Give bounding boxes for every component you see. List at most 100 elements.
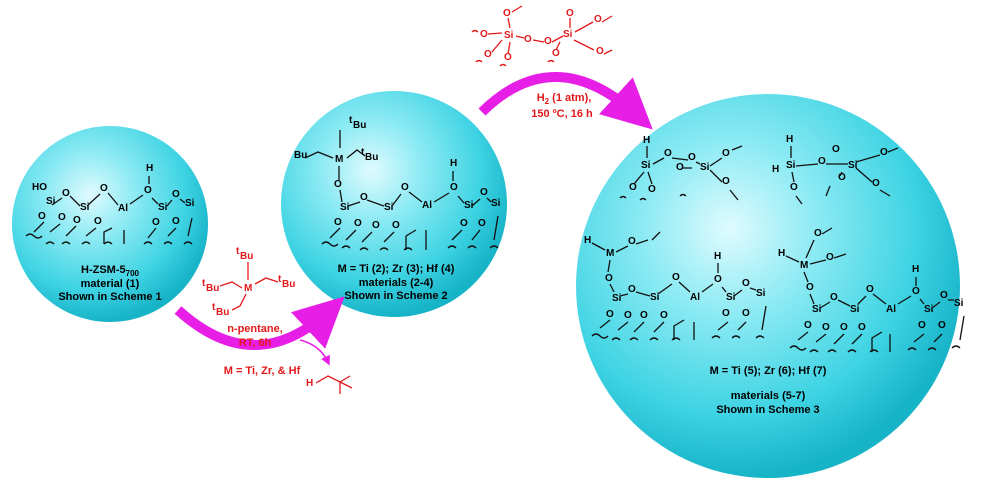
svg-text:O: O	[172, 216, 180, 227]
sphere3-scheme: Shown in Scheme 3	[716, 404, 819, 416]
arrow-step-1	[174, 296, 345, 350]
sphere2-scheme: Shown in Scheme 2	[344, 290, 447, 302]
svg-text:Bu: Bu	[365, 152, 378, 163]
svg-text:O: O	[722, 148, 730, 159]
svg-text:Bu: Bu	[282, 279, 295, 290]
structure-2: t Bu Bu M t Bu O Si O Si O Al H O Si O S…	[294, 115, 501, 251]
svg-text:O: O	[858, 322, 866, 333]
svg-text:O: O	[722, 308, 730, 319]
svg-text:t: t	[278, 274, 282, 285]
svg-text:Si: Si	[612, 293, 622, 304]
structure-3-bottom-left: H M O O Si O Si O Al H O Si O Si O O O O…	[584, 231, 767, 341]
arrow-step-2	[478, 72, 653, 130]
svg-text:t: t	[349, 115, 353, 126]
svg-text:O: O	[940, 290, 948, 301]
svg-text:O: O	[544, 36, 552, 47]
svg-text:H: H	[584, 235, 591, 246]
svg-text:O: O	[360, 192, 368, 203]
svg-text:Bu: Bu	[216, 307, 229, 318]
svg-text:O: O	[94, 216, 102, 227]
svg-text:HO: HO	[32, 182, 47, 193]
sphere3-metals: M = Ti (5); Zr (6); Hf (7)	[710, 365, 827, 377]
svg-text:H: H	[146, 163, 153, 174]
svg-text:O: O	[334, 179, 342, 190]
svg-text:O: O	[450, 182, 458, 193]
svg-text:O: O	[480, 187, 488, 198]
svg-text:O: O	[62, 188, 70, 199]
svg-text:Si: Si	[80, 202, 90, 213]
svg-text:O: O	[742, 308, 750, 319]
sphere2-metals: M = Ti (2); Zr (3); Hf (4)	[338, 263, 455, 275]
svg-text:Si: Si	[954, 298, 964, 309]
svg-text:t: t	[361, 147, 365, 158]
svg-text:O: O	[676, 162, 684, 173]
svg-text:O: O	[664, 148, 672, 159]
svg-text:Al: Al	[118, 203, 128, 214]
svg-text:O: O	[566, 8, 574, 19]
svg-text:Bu: Bu	[240, 251, 253, 262]
svg-text:O: O	[832, 144, 840, 155]
svg-text:O: O	[872, 178, 880, 189]
svg-text:O: O	[804, 320, 812, 331]
structure-1: HO Si O Si O Al H O Si O Si O O O O O O	[25, 163, 195, 245]
svg-text:Si: Si	[812, 304, 822, 315]
sphere1-scheme: Shown in Scheme 1	[58, 291, 161, 303]
svg-text:O: O	[742, 278, 750, 289]
svg-text:H: H	[912, 264, 919, 275]
svg-text:O: O	[938, 320, 946, 331]
svg-text:O: O	[152, 217, 160, 228]
svg-text:Si: Si	[786, 160, 796, 171]
svg-text:Al: Al	[422, 200, 432, 211]
svg-text:H: H	[450, 158, 457, 169]
svg-text:Si: Si	[46, 196, 56, 207]
svg-text:O: O	[334, 217, 342, 228]
svg-text:Si: Si	[464, 200, 474, 211]
svg-text:Si: Si	[700, 162, 710, 173]
svg-text:H: H	[786, 134, 793, 145]
structure-3-top-right: H Si H O O O Si O O O	[772, 134, 899, 205]
svg-text:O: O	[594, 14, 602, 25]
svg-text:O: O	[58, 212, 66, 223]
svg-text:O: O	[866, 284, 874, 295]
structure-3-top-left: H Si O O O O Si O O O	[619, 135, 743, 201]
svg-text:O: O	[714, 274, 722, 285]
svg-text:O: O	[480, 29, 488, 40]
svg-text:Si: Si	[504, 30, 514, 41]
sphere2-materials: materials (2-4)	[359, 277, 434, 289]
svg-text:O: O	[552, 48, 560, 59]
step1-conditions: RT, 6h	[239, 337, 272, 349]
step2-conditions: 150 ºC, 16 h	[531, 108, 593, 120]
byproduct: H	[306, 375, 353, 394]
svg-text:Si: Si	[641, 160, 651, 171]
svg-text:O: O	[460, 218, 468, 229]
svg-text:O: O	[524, 34, 532, 45]
svg-text:O: O	[880, 147, 888, 158]
svg-text:O: O	[401, 182, 409, 193]
svg-text:Al: Al	[886, 304, 896, 315]
svg-text:t: t	[212, 302, 216, 313]
sphere-1	[12, 126, 208, 322]
svg-text:O: O	[629, 182, 637, 193]
svg-text:t: t	[236, 246, 240, 257]
svg-text:O: O	[826, 252, 834, 263]
svg-text:O: O	[73, 215, 81, 226]
svg-text:O: O	[830, 292, 838, 303]
sphere1-title: H-ZSM-5700	[81, 264, 140, 278]
svg-text:O: O	[818, 156, 826, 167]
svg-text:O: O	[624, 310, 632, 321]
sphere-3	[576, 94, 960, 478]
svg-text:Si: Si	[848, 160, 858, 171]
svg-text:M: M	[800, 260, 808, 271]
svg-text:O: O	[503, 8, 511, 19]
svg-text:H: H	[772, 164, 779, 175]
svg-text:O: O	[822, 322, 830, 333]
svg-text:O: O	[806, 282, 814, 293]
svg-text:O: O	[640, 310, 648, 321]
svg-text:O: O	[840, 322, 848, 333]
svg-text:Al: Al	[690, 292, 700, 303]
svg-text:H: H	[714, 251, 721, 262]
svg-text:Si: Si	[563, 29, 573, 40]
svg-text:M: M	[335, 154, 343, 165]
svg-text:H: H	[778, 248, 785, 259]
